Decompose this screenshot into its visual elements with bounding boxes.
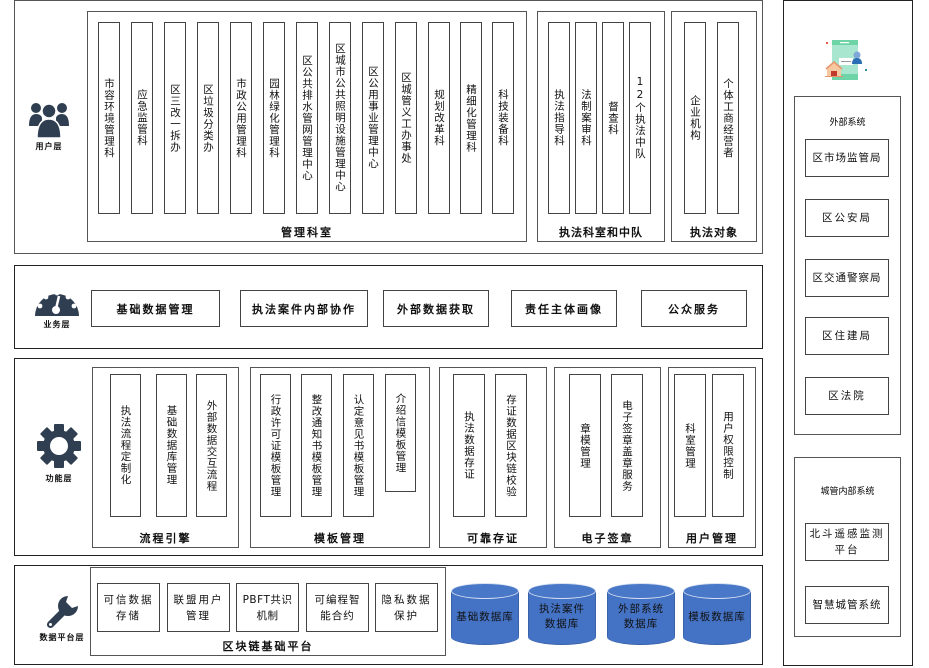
wrench-icon [46,596,78,629]
internal-system-item[interactable]: 智慧城管系统 [805,586,889,624]
database-cylinder[interactable]: 模板数据库 [683,583,751,645]
business-item[interactable]: 责任主体画像 [511,290,617,327]
external-system-item[interactable]: 区法院 [805,377,889,415]
function-item[interactable]: 外部数据交互流程 [196,374,227,517]
blockchain-item[interactable]: 可信数据存储 [97,583,160,632]
target-item[interactable]: 个体工商经营者 [717,22,739,214]
business-item[interactable]: 公众服务 [641,290,747,327]
database-cylinder[interactable]: 外部系统数据库 [607,583,675,645]
function-item[interactable]: 认定意见书模板管理 [343,374,374,517]
function-item[interactable]: 电子签章盖章服务 [611,374,643,517]
group-title: 模板管理 [314,532,366,545]
enforcement-item[interactable]: 法制案审科 [575,22,597,214]
blockchain-platform-title: 区块链基础平台 [222,640,314,653]
function-item[interactable]: 基础数据库管理 [156,374,187,517]
business-layer-label: 业务层 [43,320,71,329]
dept-item[interactable]: 市容环境管理科 [98,22,120,214]
dept-item[interactable]: 市政公用管理科 [230,22,252,214]
dept-item[interactable]: 精细化管理科 [460,22,482,214]
function-item[interactable]: 执法数据存证 [453,374,485,517]
group-title: 可靠存证 [467,532,519,545]
external-systems-title: 外部系统 [829,118,866,128]
group-title: 用户管理 [686,532,738,545]
group-title: 执法科室和中队 [559,226,643,239]
group-title: 电子签章 [581,532,634,545]
group-title: 执法对象 [690,226,738,239]
external-system-item[interactable]: 区交通警察局 [805,259,889,297]
dept-item[interactable]: 区垃圾分类办 [197,22,219,214]
function-item[interactable]: 介绍信模板管理 [385,374,416,492]
function-item[interactable]: 科室管理 [674,374,706,517]
dept-item[interactable]: 区三改一拆办 [164,22,186,214]
function-layer-label: 功能层 [45,474,73,483]
enforcement-item[interactable]: 督查科 [602,22,624,214]
user-layer-icon-group: 用户层 [26,100,72,152]
enforcement-item[interactable]: 12个执法中队 [629,22,651,214]
dashboard-gauge-icon [35,290,79,316]
blockchain-item[interactable]: 联盟用户管理 [167,583,230,632]
blockchain-item[interactable]: 隐私数据保护 [375,583,438,632]
users-icon [29,103,69,138]
mobile-service-illustration-icon [825,40,867,80]
gear-icon [37,424,81,468]
group-title: 管理科室 [281,226,333,239]
business-item[interactable]: 外部数据获取 [383,290,489,327]
function-item[interactable]: 存证数据区块链校验 [495,374,527,517]
function-item[interactable]: 行政许可证模板管理 [260,374,291,517]
internal-systems-title: 城管内部系统 [820,487,875,497]
user-layer-label: 用户层 [35,142,63,151]
dept-item[interactable]: 规划改革科 [428,22,450,214]
external-system-item[interactable]: 区市场监管局 [805,139,889,177]
business-item[interactable]: 执法案件内部协作 [240,290,368,327]
blockchain-item[interactable]: 可编程智能合约 [306,583,369,632]
dept-item[interactable]: 园林绿化管理科 [263,22,285,214]
function-item[interactable]: 整改通知书模板管理 [301,374,332,517]
blockchain-item[interactable]: PBFT共识机制 [236,583,299,632]
dept-item[interactable]: 区城管义工办事处 [395,22,417,214]
dept-item[interactable]: 科技装备科 [492,22,514,214]
external-system-item[interactable]: 区住建局 [805,317,889,355]
function-item[interactable]: 执法流程定制化 [110,374,141,517]
dept-item[interactable]: 区公共排水管网管理中心 [296,22,318,214]
dept-item[interactable]: 区城市公共照明设施管理中心 [329,22,351,214]
data-platform-layer-icon-group: 数据平台层 [32,594,92,643]
database-cylinder[interactable]: 基础数据库 [451,583,519,645]
target-item[interactable]: 企业机构 [684,22,706,214]
business-item[interactable]: 基础数据管理 [91,290,220,327]
function-item[interactable]: 用户权限控制 [712,374,744,517]
internal-system-item[interactable]: 北斗遥感监测平台 [805,523,889,561]
business-layer-icon-group: 业务层 [34,284,80,330]
dept-item[interactable]: 区公用事业管理中心 [362,22,384,214]
function-item[interactable]: 章模管理 [569,374,601,517]
enforcement-item[interactable]: 执法指导科 [548,22,570,214]
data-platform-layer-label: 数据平台层 [39,633,85,642]
group-title: 流程引擎 [139,532,192,545]
function-layer-icon-group: 功能层 [34,422,84,484]
dept-item[interactable]: 应急监管科 [131,22,153,214]
external-system-item[interactable]: 区公安局 [805,199,889,237]
database-cylinder[interactable]: 执法案件数据库 [528,583,596,645]
